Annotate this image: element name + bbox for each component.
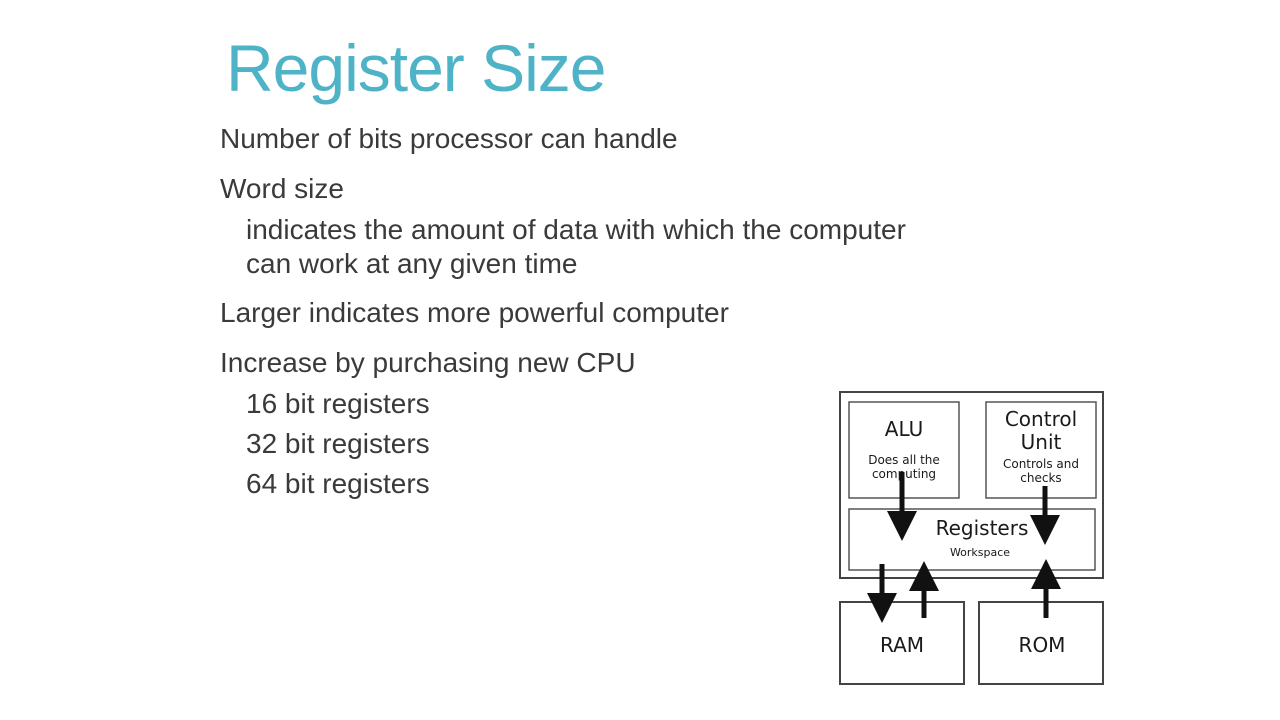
ram-label: RAM (880, 633, 924, 657)
bullet-item: Increase by purchasing new CPU (220, 347, 636, 378)
bullet-item: Number of bits processor can handle (220, 123, 678, 154)
bullet-item: Larger indicates more powerful computer (220, 297, 729, 328)
sub-bullet-item: can work at any given time (246, 248, 578, 279)
rom-box (978, 601, 1104, 685)
sub-bullet-item: 64 bit registers (246, 468, 430, 499)
control-unit-label-line-1: Control (1005, 407, 1077, 431)
control-unit-desc-line-2: checks (1020, 471, 1061, 485)
alu-label: ALU (885, 417, 923, 441)
sub-bullet-item: indicates the amount of data with which … (246, 214, 906, 245)
sub-bullet-item: 16 bit registers (246, 388, 430, 419)
control-unit-label-line-2: Unit (1021, 430, 1062, 454)
alu-desc-line-1: Does all the (868, 453, 940, 467)
registers-desc: Workspace (950, 546, 1010, 559)
control-unit-desc-line-1: Controls and (1003, 457, 1079, 471)
cpu-diagram-svg: ALU Does all the computing Control Unit … (839, 391, 1104, 685)
cpu-diagram: ALU Does all the computing Control Unit … (838, 390, 1106, 688)
registers-label: Registers (936, 516, 1029, 540)
ram-box (839, 601, 965, 685)
bullet-item: Word size (220, 173, 344, 204)
sub-bullet-item: 32 bit registers (246, 428, 430, 459)
rom-label: ROM (1019, 633, 1066, 657)
slide-title: Register Size (226, 31, 606, 105)
control-unit-box (985, 401, 1097, 499)
